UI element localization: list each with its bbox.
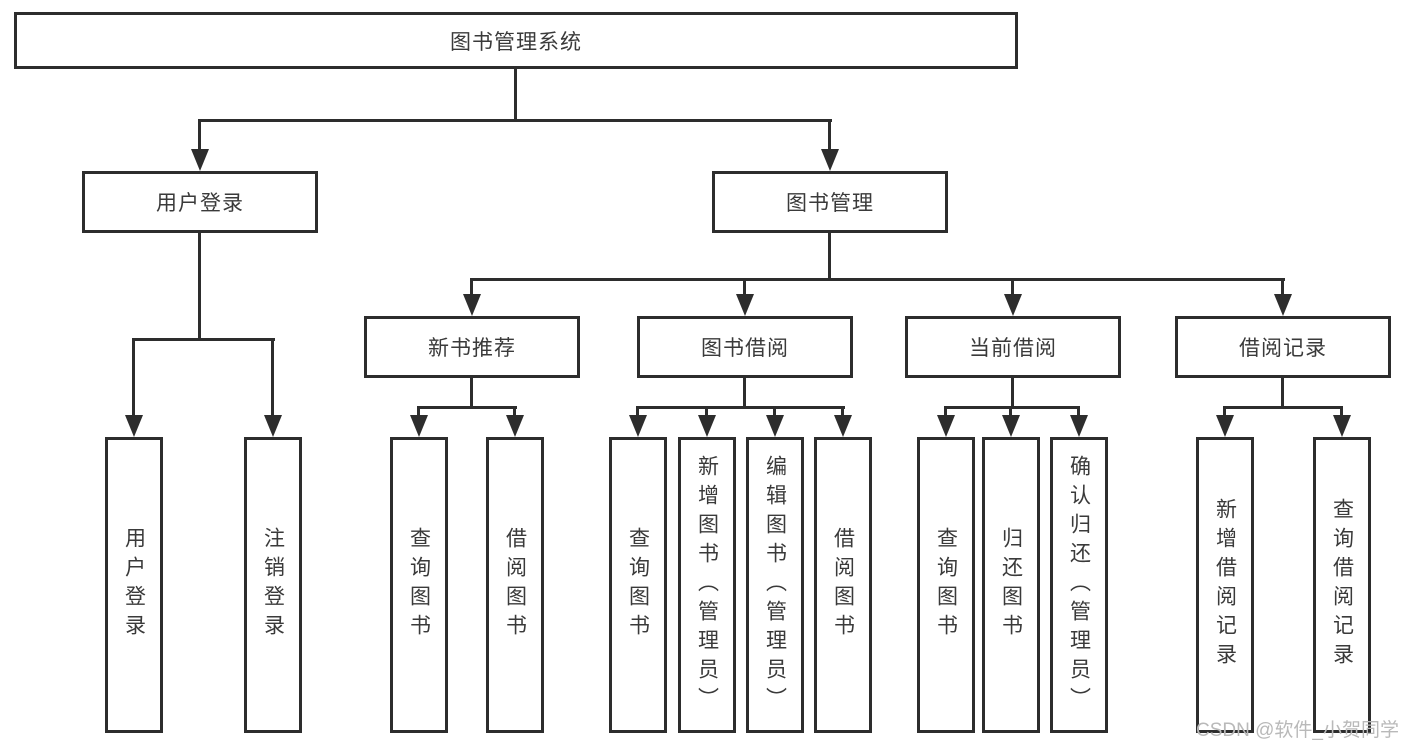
leaf-bw-edit-label: 编辑图书（管理员） — [763, 454, 787, 716]
leaf-rc-add: 新增借阅记录 — [1196, 437, 1254, 733]
leaf-cu-query: 查询图书 — [917, 437, 975, 733]
arrowhead-cu-query — [937, 415, 955, 437]
connector-new-book-hline — [418, 406, 517, 409]
connector-drop-new-book — [470, 278, 473, 298]
connector-drop-leaf-login — [132, 338, 135, 420]
connector-drop-nb-borrow — [513, 406, 516, 419]
node-current: 当前借阅 — [905, 316, 1121, 378]
arrowhead-leaf-login — [125, 415, 143, 437]
arrowhead-bw-query — [629, 415, 647, 437]
leaf-bw-edit: 编辑图书（管理员） — [746, 437, 804, 733]
connector-drop-bw-query — [636, 406, 639, 419]
connector-record-stem — [1281, 378, 1284, 408]
leaf-cu-return: 归还图书 — [982, 437, 1040, 733]
arrowhead-record — [1274, 294, 1292, 316]
node-user-login: 用户登录 — [82, 171, 318, 233]
connector-user-login-hline — [133, 338, 275, 341]
leaf-rc-query: 查询借阅记录 — [1313, 437, 1371, 733]
arrowhead-cu-confirm — [1070, 415, 1088, 437]
leaf-login: 用户登录 — [105, 437, 163, 733]
leaf-rc-add-label: 新增借阅记录 — [1213, 498, 1237, 672]
connector-new-book-stem — [470, 378, 473, 408]
node-record: 借阅记录 — [1175, 316, 1391, 378]
arrowhead-bw-add — [698, 415, 716, 437]
watermark: CSDN @软件_小贺同学 — [1196, 720, 1399, 741]
leaf-nb-borrow: 借阅图书 — [486, 437, 544, 733]
arrowhead-current — [1004, 294, 1022, 316]
connector-borrow-stem — [743, 378, 746, 408]
node-current-label: 当前借阅 — [969, 337, 1057, 360]
node-record-label: 借阅记录 — [1239, 337, 1327, 360]
leaf-cu-confirm-label: 确认归还（管理员） — [1067, 454, 1091, 716]
connector-drop-bw-edit — [773, 406, 776, 419]
leaf-logout-label: 注销登录 — [261, 527, 285, 643]
leaf-bw-borrow-label: 借阅图书 — [831, 527, 855, 643]
node-new-book: 新书推荐 — [364, 316, 580, 378]
connector-drop-bw-borrow — [841, 406, 844, 419]
arrowhead-borrow — [736, 294, 754, 316]
arrowhead-nb-query — [410, 415, 428, 437]
node-root-label: 图书管理系统 — [450, 30, 582, 54]
connector-borrow-hline — [637, 406, 845, 409]
connector-drop-user-login — [198, 119, 201, 152]
arrowhead-book-mgmt — [821, 149, 839, 171]
leaf-bw-query-label: 查询图书 — [626, 527, 650, 643]
node-root: 图书管理系统 — [14, 12, 1018, 69]
arrowhead-new-book — [463, 294, 481, 316]
leaf-bw-query: 查询图书 — [609, 437, 667, 733]
connector-drop-borrow — [743, 278, 746, 298]
connector-drop-record — [1281, 278, 1284, 298]
leaf-logout: 注销登录 — [244, 437, 302, 733]
arrowhead-rc-add — [1216, 415, 1234, 437]
arrowhead-bw-edit — [766, 415, 784, 437]
connector-drop-rc-query — [1340, 406, 1343, 419]
arrowhead-leaf-logout — [264, 415, 282, 437]
connector-user-login-stem — [198, 233, 201, 340]
arrowhead-rc-query — [1333, 415, 1351, 437]
arrowhead-cu-return — [1002, 415, 1020, 437]
arrowhead-bw-borrow — [834, 415, 852, 437]
node-book-mgmt-label: 图书管理 — [786, 192, 874, 215]
arrowhead-nb-borrow — [506, 415, 524, 437]
connector-current-hline — [945, 406, 1080, 409]
leaf-bw-borrow: 借阅图书 — [814, 437, 872, 733]
connector-drop-current — [1011, 278, 1014, 298]
leaf-bw-add: 新增图书（管理员） — [678, 437, 736, 733]
node-new-book-label: 新书推荐 — [428, 337, 516, 360]
leaf-nb-borrow-label: 借阅图书 — [503, 527, 527, 643]
connector-drop-rc-add — [1223, 406, 1226, 419]
connector-drop-bw-add — [705, 406, 708, 419]
connector-modules-hline — [471, 278, 1285, 281]
node-user-login-label: 用户登录 — [156, 192, 244, 215]
leaf-nb-query: 查询图书 — [390, 437, 448, 733]
leaf-rc-query-label: 查询借阅记录 — [1330, 498, 1354, 672]
node-borrow: 图书借阅 — [637, 316, 853, 378]
connector-book-mgmt-stem — [828, 233, 831, 280]
leaf-nb-query-label: 查询图书 — [407, 527, 431, 643]
connector-level2-hline — [199, 119, 832, 122]
leaf-bw-add-label: 新增图书（管理员） — [695, 454, 719, 716]
connector-record-hline — [1224, 406, 1343, 409]
connector-drop-cu-confirm — [1077, 406, 1080, 419]
connector-drop-cu-return — [1009, 406, 1012, 419]
connector-drop-leaf-logout — [271, 338, 274, 420]
node-book-mgmt: 图书管理 — [712, 171, 948, 233]
arrowhead-user-login — [191, 149, 209, 171]
connector-drop-cu-query — [944, 406, 947, 419]
connector-current-stem — [1011, 378, 1014, 408]
connector-drop-nb-query — [417, 406, 420, 419]
leaf-cu-confirm: 确认归还（管理员） — [1050, 437, 1108, 733]
connector-drop-book-mgmt — [828, 119, 831, 152]
leaf-login-label: 用户登录 — [122, 527, 146, 643]
leaf-cu-return-label: 归还图书 — [999, 527, 1023, 643]
node-borrow-label: 图书借阅 — [701, 337, 789, 360]
leaf-cu-query-label: 查询图书 — [934, 527, 958, 643]
connector-root-stem — [514, 69, 517, 121]
